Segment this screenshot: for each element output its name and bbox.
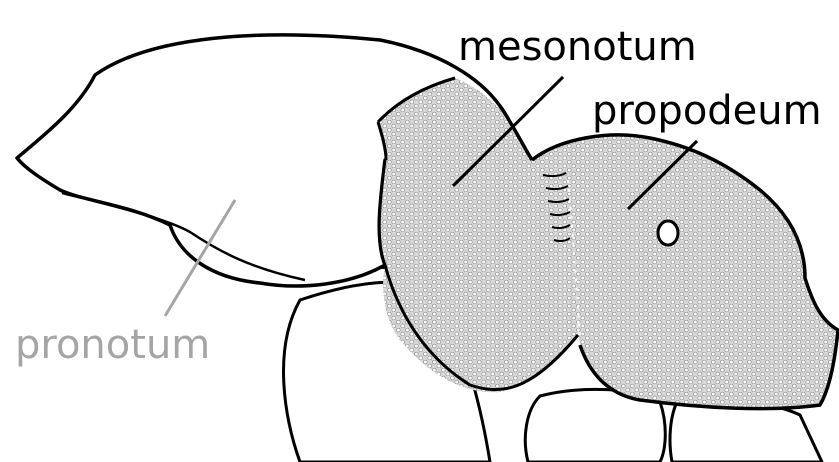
propodeum-plate <box>532 135 838 409</box>
mesonotum-label: mesonotum <box>458 27 697 67</box>
pronotum-label: pronotum <box>15 325 210 365</box>
propodeal-spiracle <box>658 221 678 245</box>
mesonotum-plate <box>378 78 578 392</box>
propodeum-label: propodeum <box>592 91 822 131</box>
